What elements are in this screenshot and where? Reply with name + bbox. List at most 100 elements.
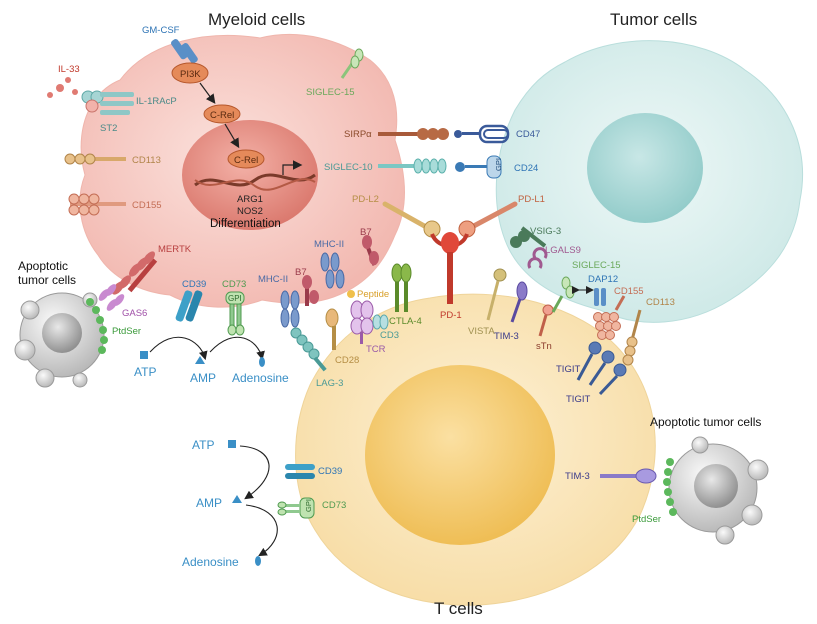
mhcii-left-receptor	[280, 290, 300, 328]
adenosine-top-label: Adenosine	[232, 371, 289, 385]
apoptotic-left-title-line: tumor cells	[18, 273, 76, 287]
cd28-receptor	[325, 308, 339, 350]
tumor-nucleus	[587, 113, 703, 223]
pdl2-label: PD-L2	[352, 194, 379, 205]
ptdser-left-label: PtdSer	[112, 326, 141, 337]
adenosine-top-icon	[259, 357, 265, 367]
cd155-right-label: CD155	[614, 286, 644, 297]
vista-receptor	[486, 268, 507, 321]
tcr-receptor	[350, 300, 374, 344]
cd73-top-receptor	[225, 291, 245, 336]
cd3-receptor	[372, 314, 389, 330]
pi3k-label: PI3K	[180, 69, 201, 80]
cd73-top-label: CD73	[222, 279, 246, 290]
arg1-label: ARG1	[237, 194, 263, 205]
tigit-a-receptor	[576, 341, 615, 386]
vsig3-label: VSIG-3	[530, 226, 561, 237]
tigit-b-receptor	[598, 363, 627, 396]
gpi-bottom-label: GPI	[304, 499, 313, 512]
cd47-label: CD47	[516, 129, 540, 140]
il33-label: IL-33	[58, 64, 80, 75]
mhcii-left-label: MHC-II	[258, 274, 288, 285]
arrow-pi3k-crel	[199, 82, 216, 104]
stn-label: sTn	[536, 341, 552, 352]
arrow-amp-adenosine-bottom	[245, 504, 278, 557]
peptide-dot	[347, 290, 355, 298]
tim3-mid-receptor	[510, 281, 528, 323]
cd47-receptor	[454, 124, 510, 144]
amp-bottom-icon	[232, 495, 242, 503]
dap12-label: DAP12	[588, 274, 618, 285]
tcr-label: TCR	[366, 344, 386, 355]
atp-bottom-icon	[228, 440, 236, 448]
arrow-amp-adenosine-top	[209, 336, 265, 361]
mhcii-mid-receptor	[320, 252, 345, 289]
mhcii-mid-label: MHC-II	[314, 239, 344, 250]
mertk-label: MERTK	[158, 244, 192, 255]
arrow-atp-amp-bottom	[239, 445, 270, 500]
myeloid-nucleus	[182, 120, 318, 230]
adenosine-bottom-label: Adenosine	[182, 555, 239, 569]
vista-label: VISTA	[468, 326, 495, 337]
ptdser-right-label: PtdSer	[632, 514, 661, 525]
vsig3-receptor	[510, 226, 547, 248]
il1racp-st2-receptor	[81, 90, 134, 115]
b7-a-receptor	[302, 275, 319, 306]
peptide-label: Peptide	[357, 289, 389, 300]
tumor-cells-title: Tumor cells	[610, 10, 697, 29]
amp-bottom-label: AMP	[196, 496, 222, 510]
siglec15-top-receptor	[340, 48, 364, 79]
cd73-bottom-receptor	[277, 497, 315, 519]
tim3-right-label: TIM-3	[565, 471, 590, 482]
siglec10-receptor	[378, 158, 447, 174]
arrow-atp-amp-top	[149, 336, 208, 361]
gm-csf-receptor	[171, 39, 198, 64]
tim3-mid-label: TIM-3	[494, 331, 519, 342]
cd155-left-label: CD155	[132, 200, 162, 211]
apoptotic-right-title: Apoptotic tumor cells	[650, 415, 761, 429]
b7-b-label: B7	[360, 227, 372, 238]
cd24-label: CD24	[514, 163, 538, 174]
st2-label: ST2	[100, 123, 117, 134]
nos2-label: NOS2	[237, 206, 263, 217]
transcription-arrow	[282, 160, 303, 175]
crel-node-top	[203, 104, 241, 124]
cd24-receptor	[455, 155, 502, 179]
siglec15-right-label: SIGLEC-15	[572, 260, 621, 271]
pd1-label: PD-1	[440, 310, 462, 321]
gas6-ligand	[98, 284, 125, 311]
pdl1-receptor	[458, 201, 518, 238]
pdl1-label: PD-L1	[518, 194, 545, 205]
lag3-receptor	[290, 327, 327, 372]
siglec10-label: SIGLEC-10	[324, 162, 373, 173]
gpi-top-label: GPI	[228, 294, 242, 303]
lgals9-label: LGALS9	[545, 245, 581, 256]
apoptotic-cell-right	[663, 436, 769, 545]
pd1-receptor	[430, 232, 469, 304]
lag3-label: LAG-3	[316, 378, 343, 389]
tim3-right-receptor	[600, 468, 657, 484]
cd113-left-receptor	[64, 153, 126, 165]
il1racp-label: IL-1RAcP	[136, 96, 177, 107]
differentiation-label: Differentiation	[210, 218, 281, 230]
crel-node-nucleus	[227, 149, 265, 169]
gm-csf-label: GM-CSF	[142, 25, 180, 36]
amp-top-label: AMP	[190, 371, 216, 385]
pi3k-node	[171, 62, 209, 84]
apoptotic-cell-left	[14, 292, 108, 388]
cd39-bottom-label: CD39	[318, 466, 342, 477]
atp-top-label: ATP	[134, 365, 156, 379]
mertk-receptor	[112, 251, 158, 295]
crel-label-top: C-Rel	[210, 110, 234, 121]
crel-label-nucleus: C-Rel	[234, 155, 258, 166]
cd39-top-label: CD39	[182, 279, 206, 290]
cd28-label: CD28	[335, 355, 359, 366]
atp-top-icon	[140, 351, 148, 359]
ctla4-label: CTLA-4	[389, 316, 422, 327]
cd113-right-receptor	[622, 309, 642, 366]
amp-top-icon	[195, 356, 205, 364]
adenosine-bottom-icon	[255, 556, 261, 566]
cd155-left-receptor	[68, 193, 126, 216]
sirpa-receptor	[378, 128, 449, 140]
